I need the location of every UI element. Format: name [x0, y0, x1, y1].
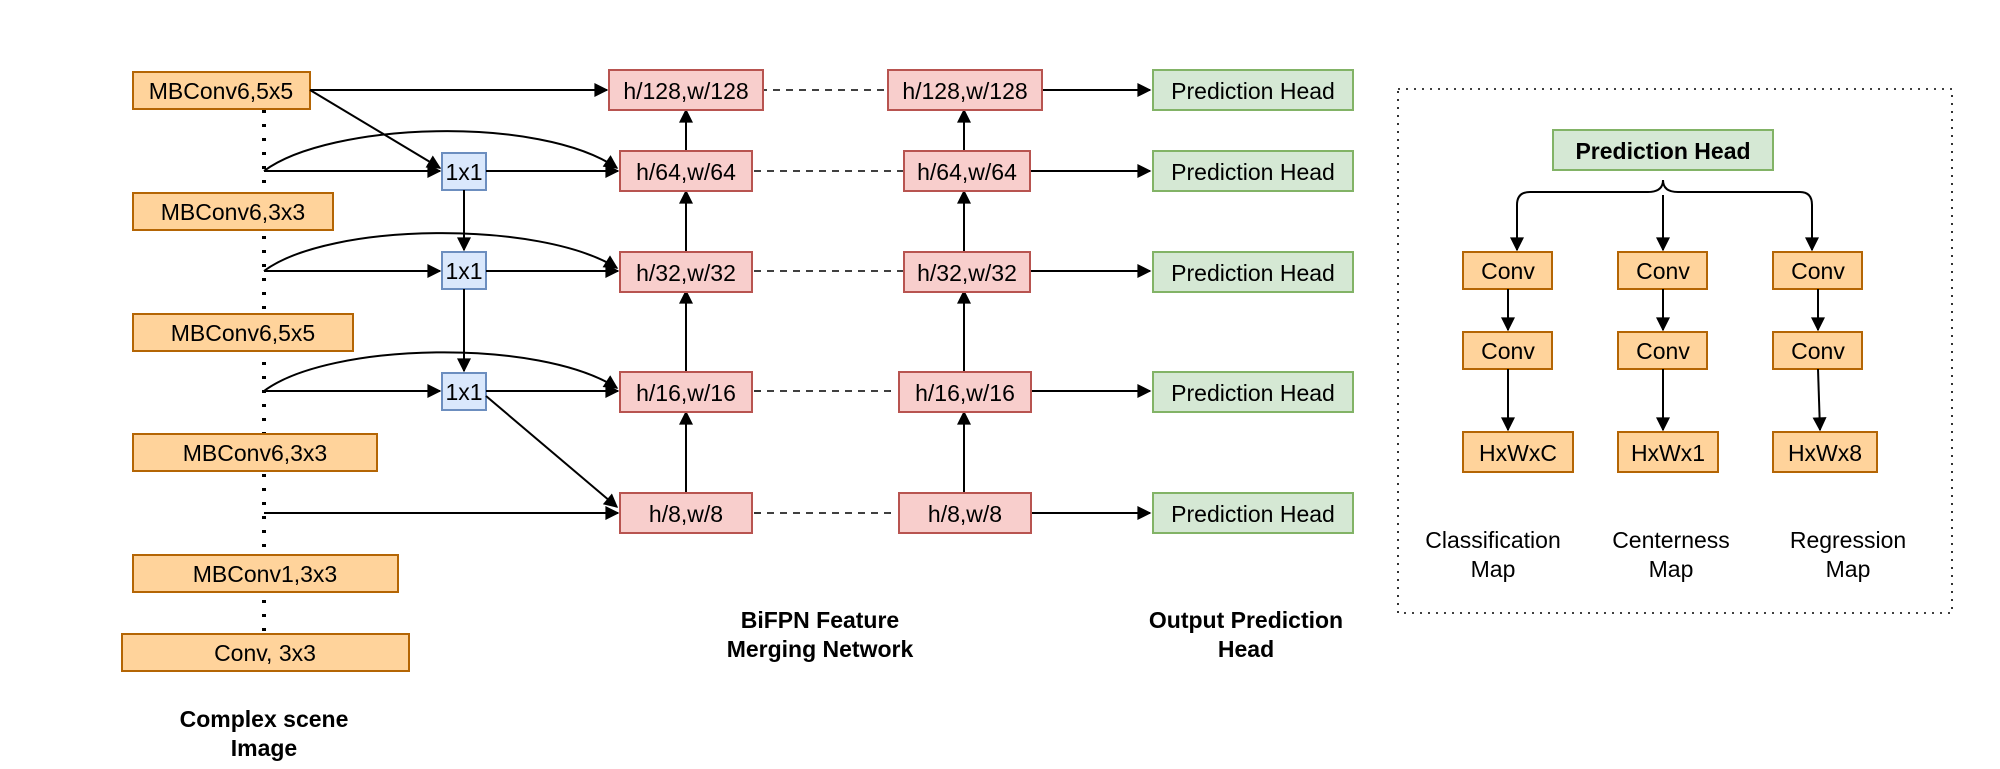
backbone-block-4: MBConv6,3x3 [132, 433, 378, 472]
feature-node-l3: h/32,w/32 [619, 251, 753, 293]
feature-node-label: h/32,w/32 [636, 260, 736, 286]
branch-output-label: HxWxC [1479, 440, 1557, 466]
prediction-head-label: Prediction Head [1171, 380, 1335, 406]
output-caption-line2: Head [1218, 636, 1274, 662]
branch-map-label-line1: Regression [1790, 527, 1906, 553]
prediction-head-2: Prediction Head [1152, 150, 1354, 192]
feature-node-r1: h/128,w/128 [887, 69, 1043, 111]
backbone-caption-line1: Complex scene [180, 706, 349, 732]
backbone: MBConv6,5x5 MBConv6,3x3 MBConv6,5x5 MBCo… [121, 71, 410, 761]
feature-node-l5: h/8,w/8 [619, 492, 753, 534]
feature-node-l2: h/64,w/64 [619, 150, 753, 192]
connections [263, 83, 1152, 520]
feature-node-label: h/16,w/16 [915, 380, 1015, 406]
prediction-head-4: Prediction Head [1152, 371, 1354, 413]
feature-node-l4: h/16,w/16 [619, 371, 753, 413]
output-caption-line1: Output Prediction [1149, 607, 1343, 633]
backbone-block-label: MBConv1,3x3 [193, 561, 337, 587]
backbone-block-label: MBConv6,3x3 [161, 199, 305, 225]
bifpn-caption-line1: BiFPN Feature [741, 607, 899, 633]
backbone-block-label: MBConv6,5x5 [149, 78, 293, 104]
prediction-head-detail: Prediction Head Conv Conv HxWxC Classifi… [1397, 88, 1953, 614]
prediction-head-label: Prediction Head [1171, 159, 1335, 185]
branch-map-label-line1: Classification [1425, 527, 1561, 553]
branch-conv-label: Conv [1636, 338, 1690, 364]
branch-map-label-line1: Centerness [1612, 527, 1730, 553]
prediction-head-1: Prediction Head [1152, 69, 1354, 111]
lateral-convs: 1x1 1x1 1x1 [441, 152, 487, 411]
backbone-block-2: MBConv6,3x3 [132, 192, 334, 231]
backbone-block-label: MBConv6,3x3 [183, 440, 327, 466]
branch-classification: Conv Conv HxWxC Classification Map [1425, 251, 1574, 582]
lateral-block-1: 1x1 [441, 152, 487, 191]
branch-conv-label: Conv [1791, 338, 1845, 364]
branch-conv-label: Conv [1791, 258, 1845, 284]
feature-node-r5: h/8,w/8 [898, 492, 1032, 534]
feature-node-label: h/128,w/128 [623, 78, 748, 104]
branch-map-label-line2: Map [1649, 556, 1694, 582]
backbone-block-label: Conv, 3x3 [214, 640, 316, 666]
feature-node-label: h/8,w/8 [928, 501, 1002, 527]
branch-output-label: HxWx1 [1631, 440, 1705, 466]
backbone-block-label: MBConv6,5x5 [171, 320, 315, 346]
bifpn-left-column: h/128,w/128 h/64,w/64 h/32,w/32 h/16,w/1… [608, 69, 764, 534]
branch-output-label: HxWx8 [1788, 440, 1862, 466]
feature-node-label: h/8,w/8 [649, 501, 723, 527]
branch-brace [1516, 179, 1813, 238]
backbone-block-1: MBConv6,5x5 [132, 71, 311, 110]
detail-title: Prediction Head [1552, 129, 1774, 171]
branch-centerness: Conv Conv HxWx1 Centerness Map [1612, 251, 1730, 582]
feature-node-label: h/64,w/64 [917, 159, 1017, 185]
feature-node-r3: h/32,w/32 [903, 251, 1031, 293]
bifpn-right-column: h/128,w/128 h/64,w/64 h/32,w/32 h/16,w/1… [727, 69, 1043, 662]
feature-node-label: h/16,w/16 [636, 380, 736, 406]
feature-node-label: h/32,w/32 [917, 260, 1017, 286]
feature-node-label: h/64,w/64 [636, 159, 736, 185]
lateral-block-label: 1x1 [445, 379, 482, 405]
lateral-block-label: 1x1 [445, 159, 482, 185]
prediction-head-label: Prediction Head [1171, 501, 1335, 527]
branch-map-label-line2: Map [1471, 556, 1516, 582]
detail-frame [1397, 88, 1953, 614]
prediction-head-5: Prediction Head [1152, 492, 1354, 534]
backbone-caption-line2: Image [231, 735, 297, 761]
bifpn-caption-line2: Merging Network [727, 636, 914, 662]
prediction-head-label: Prediction Head [1171, 260, 1335, 286]
branch-regression: Conv Conv HxWx8 Regression Map [1772, 251, 1906, 582]
branch-conv-label: Conv [1481, 258, 1535, 284]
lateral-block-label: 1x1 [445, 258, 482, 284]
backbone-block-6: Conv, 3x3 [121, 633, 410, 672]
prediction-head-3: Prediction Head [1152, 251, 1354, 293]
lateral-block-2: 1x1 [441, 251, 487, 290]
lateral-block-3: 1x1 [441, 372, 487, 411]
branch-conv-label: Conv [1636, 258, 1690, 284]
feature-node-label: h/128,w/128 [902, 78, 1027, 104]
prediction-head-label: Prediction Head [1171, 78, 1335, 104]
feature-node-r2: h/64,w/64 [903, 150, 1031, 192]
branch-conv-label: Conv [1481, 338, 1535, 364]
backbone-block-3: MBConv6,5x5 [132, 313, 354, 352]
detail-title-label: Prediction Head [1575, 138, 1750, 164]
prediction-heads: Prediction Head Prediction Head Predicti… [1149, 69, 1354, 662]
feature-node-l1: h/128,w/128 [608, 69, 764, 111]
backbone-block-5: MBConv1,3x3 [132, 554, 399, 593]
feature-node-r4: h/16,w/16 [898, 371, 1032, 413]
branch-map-label-line2: Map [1826, 556, 1871, 582]
